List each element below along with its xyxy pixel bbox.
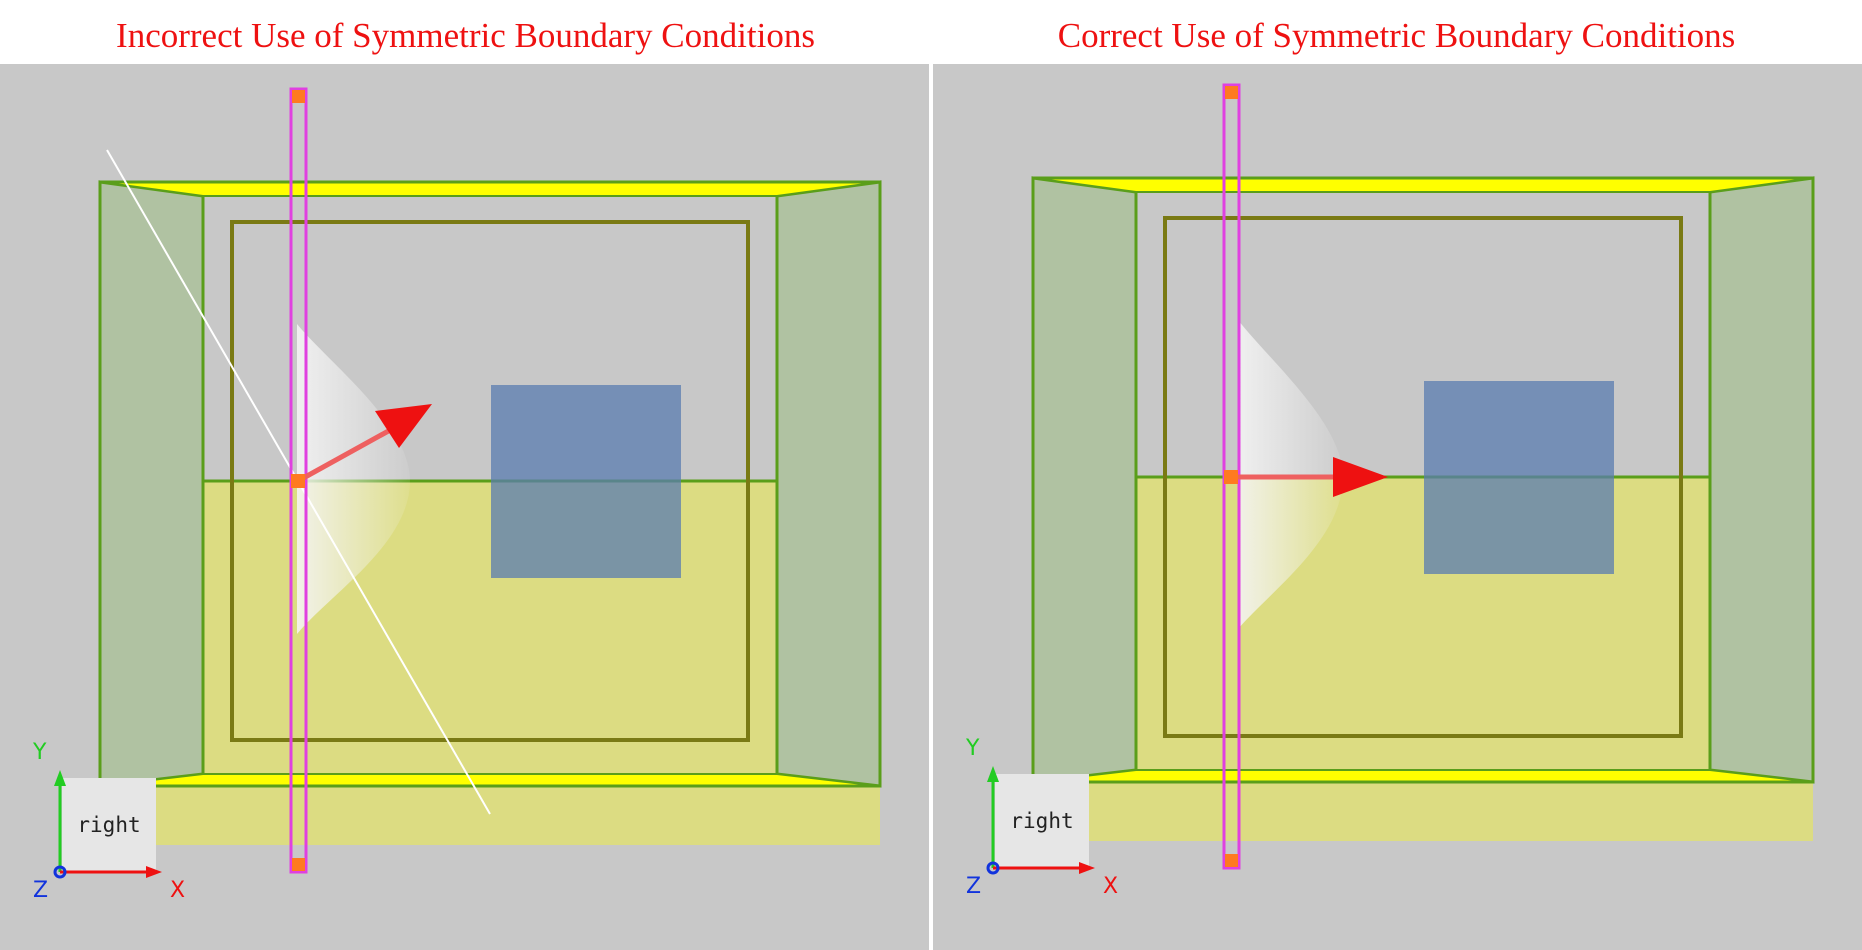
scene-correct: [1031, 83, 1815, 870]
source-center-point[interactable]: [1224, 470, 1238, 484]
scene-incorrect: [98, 87, 882, 874]
simulation-boundary: [1031, 176, 1815, 784]
view-label: right: [77, 813, 141, 837]
direction-arrow-head[interactable]: [375, 404, 432, 448]
lower-region: [1033, 477, 1813, 841]
monitor-frame: [1163, 216, 1683, 738]
viewport-incorrect[interactable]: right Y X Z: [0, 64, 929, 950]
source-center-point[interactable]: [291, 474, 305, 488]
pml-right: [1708, 176, 1815, 784]
x-axis-label: X: [170, 878, 186, 903]
pml-top: [99, 181, 881, 197]
direction-arrow-shaft: [296, 426, 394, 484]
z-axis-label: Z: [33, 878, 49, 903]
direction-arrow-head[interactable]: [1333, 457, 1388, 497]
blue-object: [1424, 381, 1614, 574]
view-label-box: right: [62, 778, 156, 872]
source-endpoint-bottom[interactable]: [292, 858, 305, 871]
panel-separator: [929, 64, 933, 950]
viewport-correct[interactable]: right Y X Z: [933, 64, 1862, 950]
pml-left: [98, 180, 205, 788]
z-axis-label: Z: [966, 874, 982, 899]
pml-bottom: [99, 773, 881, 787]
correct-title: Correct Use of Symmetric Boundary Condit…: [1057, 16, 1736, 55]
pml-right: [775, 180, 882, 788]
simulation-boundary: [98, 180, 882, 788]
view-label: right: [1010, 809, 1074, 833]
monitor-frame: [230, 220, 750, 742]
pml-left: [1031, 176, 1138, 784]
x-axis-label: X: [1103, 874, 1119, 899]
y-axis-label: Y: [966, 736, 980, 761]
lower-region: [100, 481, 880, 845]
source-endpoint-top[interactable]: [1225, 86, 1238, 99]
view-label-box: right: [995, 774, 1089, 868]
y-axis-label: Y: [33, 740, 47, 765]
beam-profile: [297, 324, 410, 634]
source-endpoint-top[interactable]: [292, 90, 305, 103]
pml-top: [1032, 177, 1814, 193]
source-endpoint-bottom[interactable]: [1225, 854, 1238, 867]
blue-object: [491, 385, 681, 578]
incorrect-title: Incorrect Use of Symmetric Boundary Cond…: [116, 16, 815, 55]
pml-bottom: [1032, 769, 1814, 783]
